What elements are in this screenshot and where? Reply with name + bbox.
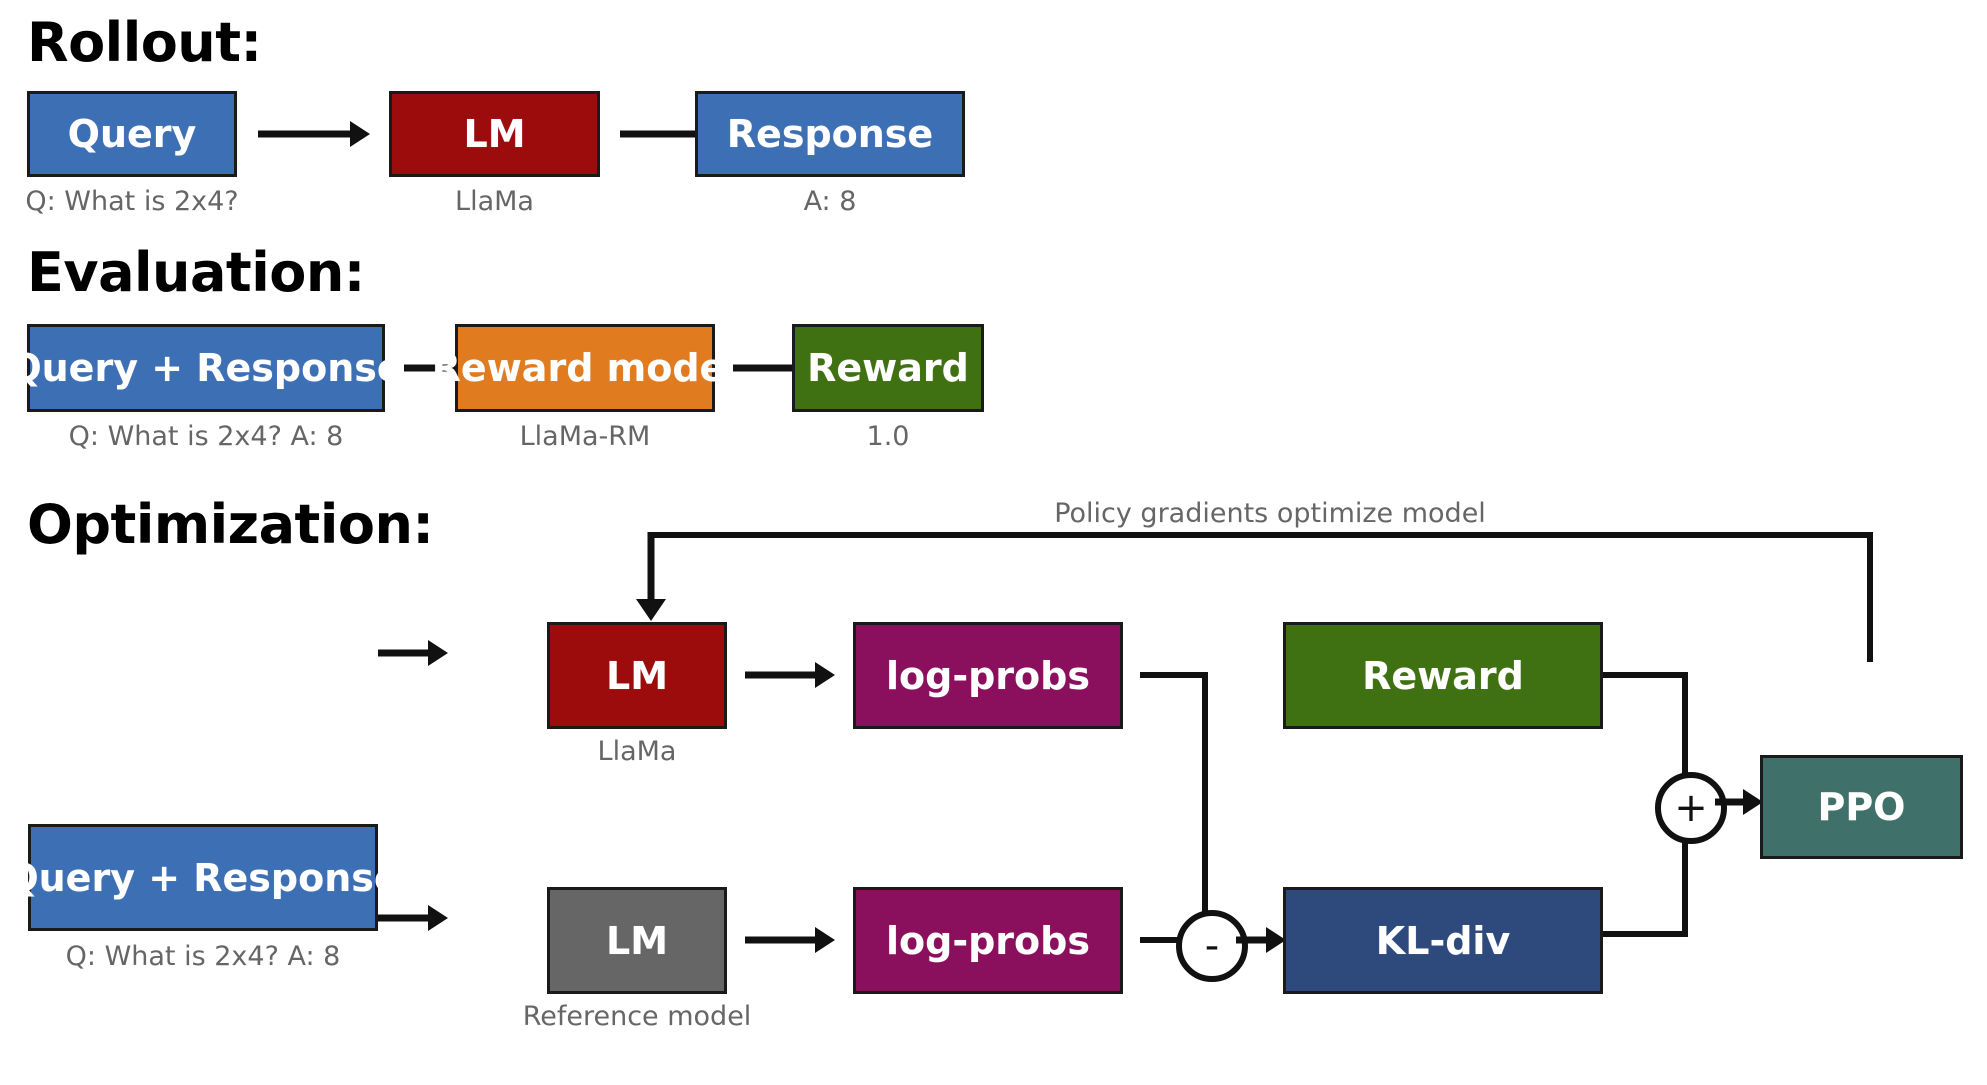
optimization-node-logprobs-policy[interactable]: log-probs [853,622,1123,729]
evaluation-node-reward-model-label: Reward model [431,346,739,390]
optimization-node-query-response-label: Query + Response [6,855,400,900]
optimization-node-policy-lm[interactable]: LM [547,622,727,729]
optimization-node-kl-div[interactable]: KL-div [1283,887,1603,994]
optimization-arrow-input-to-policy-lm [378,640,448,666]
optimization-arrow-input-to-reference-lm [378,905,448,931]
plus-operator: + [1655,772,1727,844]
section-title-evaluation: Evaluation: [27,241,365,304]
feedback-label: Policy gradients optimize model [1054,498,1486,529]
evaluation-caption-query-response: Q: What is 2x4? A: 8 [68,421,344,452]
evaluation-node-query-response[interactable]: Query + Response [9,324,403,412]
evaluation-node-reward[interactable]: Reward [792,324,984,412]
rollout-node-query[interactable]: Query [27,91,237,177]
optimization-node-logprobs-reference-label: log-probs [886,918,1090,963]
rollout-caption-response: A: 8 [803,186,857,217]
optimization-node-ppo[interactable]: PPO [1760,755,1963,859]
optimization-caption-policy-lm: LlaMa [597,736,677,767]
rollout-node-response-label: Response [726,112,934,156]
optimization-node-logprobs-reference[interactable]: log-probs [853,887,1123,994]
optimization-node-reward[interactable]: Reward [1283,622,1603,729]
evaluation-node-reward-label: Reward [807,346,969,390]
rollout-arrow-query-to-lm [258,121,370,147]
rollout-node-query-label: Query [67,112,197,156]
optimization-node-logprobs-policy-label: log-probs [886,653,1090,698]
plus-branch-bottom-horizontal [1603,931,1688,937]
rollout-node-lm[interactable]: LM [389,91,600,177]
optimization-caption-reference-lm: Reference model [522,1001,752,1032]
rollout-caption-lm: LlaMa [455,186,534,217]
optimization-arrow-reference-lm-to-logprobs [745,927,835,953]
evaluation-node-reward-model[interactable]: Reward model [432,324,738,412]
feedback-line-horizontal [648,532,1873,538]
optimization-arrow-plus-to-ppo [1715,789,1763,815]
plus-operator-label: + [1674,785,1708,831]
optimization-arrow-minus-to-kl [1236,927,1286,953]
optimization-node-ppo-label: PPO [1817,785,1906,829]
optimization-node-reference-lm[interactable]: LM [547,887,727,994]
plus-branch-top-horizontal [1603,672,1688,678]
minus-branch-bottom-horizontal [1140,937,1180,943]
section-title-optimization: Optimization: [27,493,434,556]
rollout-node-lm-label: LM [463,112,526,156]
optimization-arrow-policy-lm-to-logprobs [745,662,835,688]
rollout-node-response[interactable]: Response [695,91,965,177]
minus-operator-label: - [1204,923,1220,969]
minus-branch-top-horizontal [1140,672,1208,678]
optimization-node-reward-label: Reward [1362,653,1524,698]
evaluation-node-query-response-label: Query + Response [9,346,403,390]
feedback-line-right-vertical [1867,532,1873,662]
evaluation-caption-reward: 1.0 [866,421,910,452]
rollout-caption-query: Q: What is 2x4? [25,186,239,217]
optimization-caption-query-response: Q: What is 2x4? A: 8 [65,941,341,972]
evaluation-caption-reward-model: LlaMa-RM [519,421,651,452]
minus-branch-vertical [1202,672,1208,936]
optimization-node-query-response[interactable]: Query + Response [6,824,400,931]
optimization-node-reference-lm-label: LM [605,918,669,963]
optimization-node-policy-lm-label: LM [605,653,669,698]
section-title-rollout: Rollout: [27,11,262,74]
optimization-node-kl-div-label: KL-div [1375,918,1511,963]
minus-operator: - [1176,910,1248,982]
feedback-arrow-into-lm [634,532,668,621]
